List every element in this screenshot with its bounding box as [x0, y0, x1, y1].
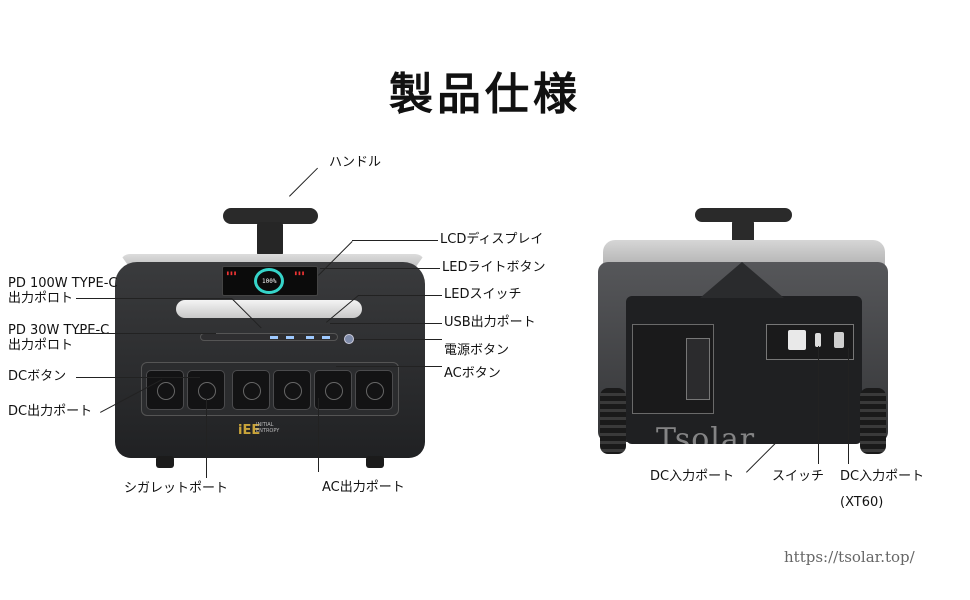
label-power-button: 電源ボタン — [444, 343, 510, 358]
leader-led-switch — [358, 295, 442, 296]
label-xt60: (XT60) — [840, 495, 884, 510]
leader-ac-button — [336, 366, 442, 367]
front-handle-stem — [257, 222, 283, 256]
leader-dc-button — [76, 377, 200, 378]
label-led-switch: LEDスイッチ — [444, 287, 522, 302]
lcd-readout-right: ▮▮▮ — [294, 270, 305, 277]
back-switch — [815, 333, 821, 347]
leader-pd30 — [76, 333, 216, 334]
leader-power-button — [354, 339, 442, 340]
label-pd30-line1: PD 30W TYPE-C — [8, 323, 110, 338]
usb-port — [306, 336, 314, 339]
label-dc-input-xt60: DC入力ポート — [840, 469, 925, 484]
front-port-strip — [200, 333, 338, 341]
brand-text: INITIAL ENTROPY — [256, 422, 279, 434]
leader-lcd — [352, 240, 438, 241]
label-switch: スイッチ — [772, 469, 825, 484]
label-dc-button: DCボタン — [8, 369, 67, 384]
xt60-port-secondary — [834, 332, 844, 348]
label-pd100-line2: 出力ポロト — [8, 291, 74, 306]
front-foot — [156, 456, 174, 468]
site-url: https://tsolar.top/ — [784, 548, 915, 566]
lcd-readout-left: ▮▮▮ — [226, 270, 237, 277]
usb-port — [286, 336, 294, 339]
label-ac-button: ACボタン — [444, 366, 501, 381]
label-lcd: LCDディスプレイ — [440, 232, 544, 247]
front-foot — [366, 456, 384, 468]
leader-xt60 — [848, 348, 849, 464]
brand-logo: iEE — [238, 423, 261, 438]
label-usb-port: USB出力ポート — [444, 315, 536, 330]
brand-line1: INITIAL — [256, 422, 274, 428]
label-led-light-button: LEDライトボタン — [442, 260, 546, 275]
usb-port — [322, 336, 330, 339]
leader-cigarette-port — [206, 398, 207, 478]
page-title: 製品仕様 — [389, 69, 581, 120]
ac-outlet — [314, 370, 352, 410]
label-pd100-line1: PD 100W TYPE-C — [8, 276, 118, 291]
dc-outlet — [146, 370, 184, 410]
usb-port — [270, 336, 278, 339]
leader-ac-output — [318, 398, 319, 472]
label-cigarette-port: シガレットポート — [124, 481, 229, 496]
label-dc-input: DC入力ポート — [650, 469, 735, 484]
watermark: Tsolar — [656, 422, 756, 457]
wheel-right — [860, 388, 886, 454]
xt60-port — [788, 330, 806, 350]
leader-switch — [818, 346, 819, 464]
lcd-percent: 100% — [262, 278, 277, 285]
dc-input-port — [686, 338, 710, 400]
led-light-bar — [176, 300, 362, 318]
label-dc-output: DC出力ポート — [8, 404, 93, 419]
label-ac-output: AC出力ポート — [322, 480, 405, 495]
power-button — [344, 334, 354, 344]
ac-outlet — [232, 370, 270, 410]
ac-outlet — [355, 370, 393, 410]
label-handle: ハンドル — [329, 155, 382, 170]
leader-usb-port — [330, 323, 442, 324]
back-handle — [695, 208, 792, 222]
label-pd30-line2: 出力ポロト — [8, 338, 74, 353]
wheel-left — [600, 388, 626, 454]
lcd-battery-ring — [254, 268, 284, 294]
leader-handle — [289, 167, 318, 197]
leader-pd100 — [76, 298, 232, 299]
brand-line2: ENTROPY — [256, 428, 280, 434]
ac-outlet — [273, 370, 311, 410]
front-handle — [223, 208, 318, 224]
leader-led-light-button — [320, 268, 440, 269]
